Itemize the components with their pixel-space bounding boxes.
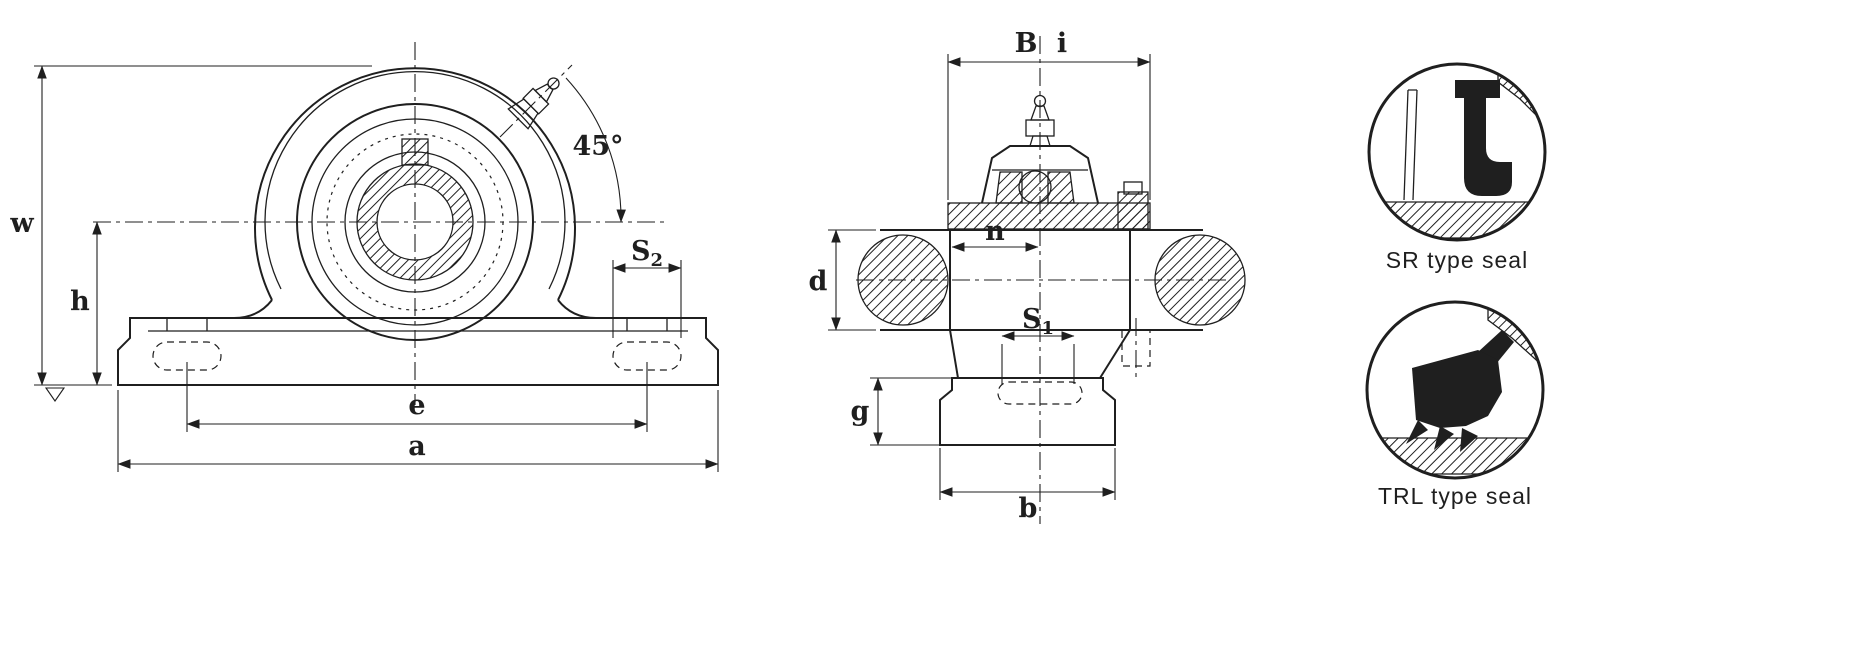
base-side-outline <box>939 377 1116 446</box>
housing-dome-inner <box>264 70 566 290</box>
base-outline <box>117 317 719 386</box>
dim-s1-sub: 1 <box>1041 318 1054 339</box>
housing-section-band <box>947 202 1151 230</box>
datum-triangle <box>44 387 66 402</box>
dim-s2-sub: 2 <box>650 250 663 271</box>
dim-label-s2: S2 <box>631 236 663 271</box>
dim-label-g: g <box>851 396 870 427</box>
dim-h: h <box>70 221 102 386</box>
dim-d: d <box>809 229 876 331</box>
angle-arc <box>565 77 626 223</box>
dim-s2-main: S <box>631 236 651 267</box>
set-screw-boss <box>1117 191 1149 230</box>
dim-label-d: d <box>809 266 828 297</box>
outer-ring-section-right <box>1047 171 1075 204</box>
side-view: B i n d S1 g <box>809 28 1246 524</box>
bolt-slot-right <box>612 341 682 371</box>
dim-n: n <box>951 216 1039 252</box>
front-view: w h e a S2 45 <box>9 42 719 472</box>
sr-shaft-hatch <box>1369 202 1545 238</box>
grease-fitting-axis <box>499 64 573 138</box>
dim-label-b: b <box>1019 493 1038 524</box>
ball-section <box>1018 170 1052 204</box>
angle-label: 45° <box>572 131 623 162</box>
trl-seal-caption: TRL type seal <box>1378 483 1532 509</box>
dim-Bi: B i <box>947 28 1151 200</box>
dim-e: e <box>186 362 648 432</box>
dim-label-w: w <box>9 208 34 239</box>
dim-label-n: n <box>985 216 1005 247</box>
dim-a: a <box>117 390 719 472</box>
grease-fitting-side <box>1025 94 1055 147</box>
trl-detail-circle <box>1365 300 1545 480</box>
trl-seal-lip <box>1460 428 1478 452</box>
dim-label-a: a <box>408 431 426 462</box>
dim-label-h: h <box>70 286 90 317</box>
trl-seal-lip <box>1434 426 1454 450</box>
bolt-slot-left <box>152 341 222 371</box>
seal-detail-sr: SR type seal <box>1367 62 1547 273</box>
dim-label-s1: S1 <box>1022 304 1054 339</box>
sr-seal-profile <box>1455 80 1512 196</box>
dim-s1-main: S <box>1022 304 1042 335</box>
sr-detail-circle <box>1367 62 1547 242</box>
dim-label-B: B <box>1015 28 1038 59</box>
trl-seal-lip <box>1406 420 1428 444</box>
housing-fillet-left <box>233 299 273 319</box>
dim-g: g <box>851 377 952 446</box>
dim-label-i: i <box>1057 28 1067 59</box>
dim-s2: S2 <box>612 236 682 338</box>
dim-label-e: e <box>408 390 425 421</box>
housing-fillet-right <box>557 299 597 319</box>
dim-angle-45: 45° <box>565 77 626 223</box>
outer-ring-section-left <box>995 171 1023 204</box>
dim-s1: S1 <box>1001 304 1075 384</box>
trl-seal-profile <box>1412 350 1502 428</box>
sr-slinger <box>1403 89 1409 201</box>
sr-seal-caption: SR type seal <box>1386 247 1528 273</box>
dim-w: w <box>9 65 372 386</box>
seal-detail-trl: TRL type seal <box>1365 300 1545 509</box>
dim-b: b <box>939 448 1116 524</box>
trl-shaft-hatch <box>1367 438 1543 474</box>
